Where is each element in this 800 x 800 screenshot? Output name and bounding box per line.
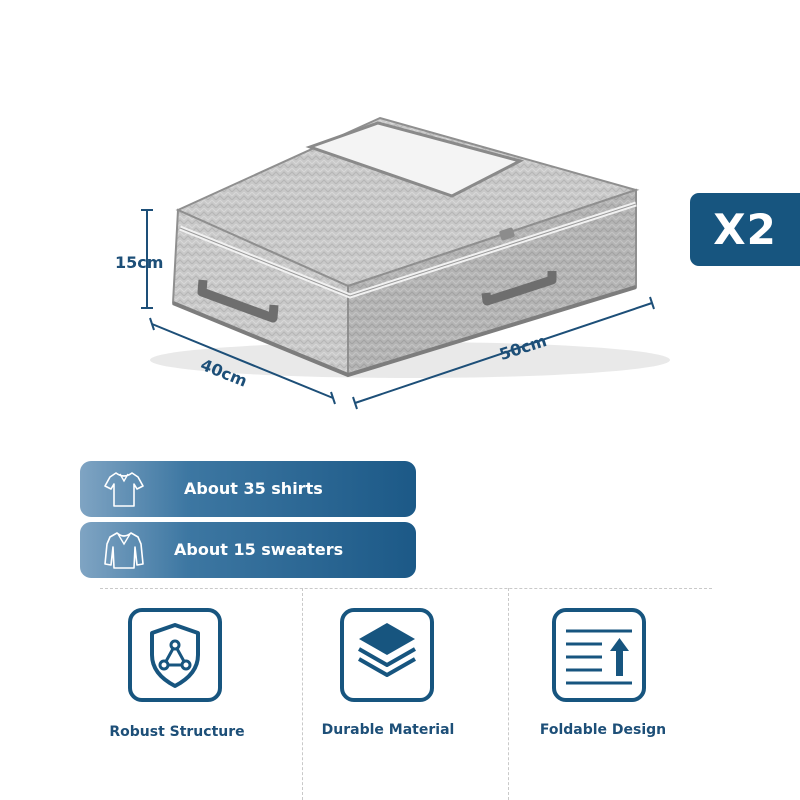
feature-label-structure: Robust Structure (109, 724, 245, 740)
storage-bag-illustration (141, 116, 670, 410)
fold-list-icon (552, 608, 646, 702)
sweater-icon (104, 532, 144, 569)
features-divider-2 (508, 588, 509, 800)
features-divider-1 (302, 588, 303, 800)
feature-label-foldable: Foldable Design (539, 722, 667, 738)
feature-label-material: Durable Material (321, 722, 455, 738)
layers-icon (340, 608, 434, 702)
features-divider (100, 588, 712, 589)
capacity-pill-shirts: About 35 shirts (80, 461, 416, 517)
shirt-icon (104, 472, 144, 507)
quantity-badge: X2 (690, 193, 800, 266)
height-dimension-label: 15cm (115, 253, 164, 272)
capacity-pill-sweaters: About 15 sweaters (80, 522, 416, 578)
shield-structure-icon (128, 608, 222, 702)
capacity-sweaters-text: About 15 sweaters (174, 540, 344, 559)
capacity-shirts-text: About 35 shirts (184, 479, 323, 498)
